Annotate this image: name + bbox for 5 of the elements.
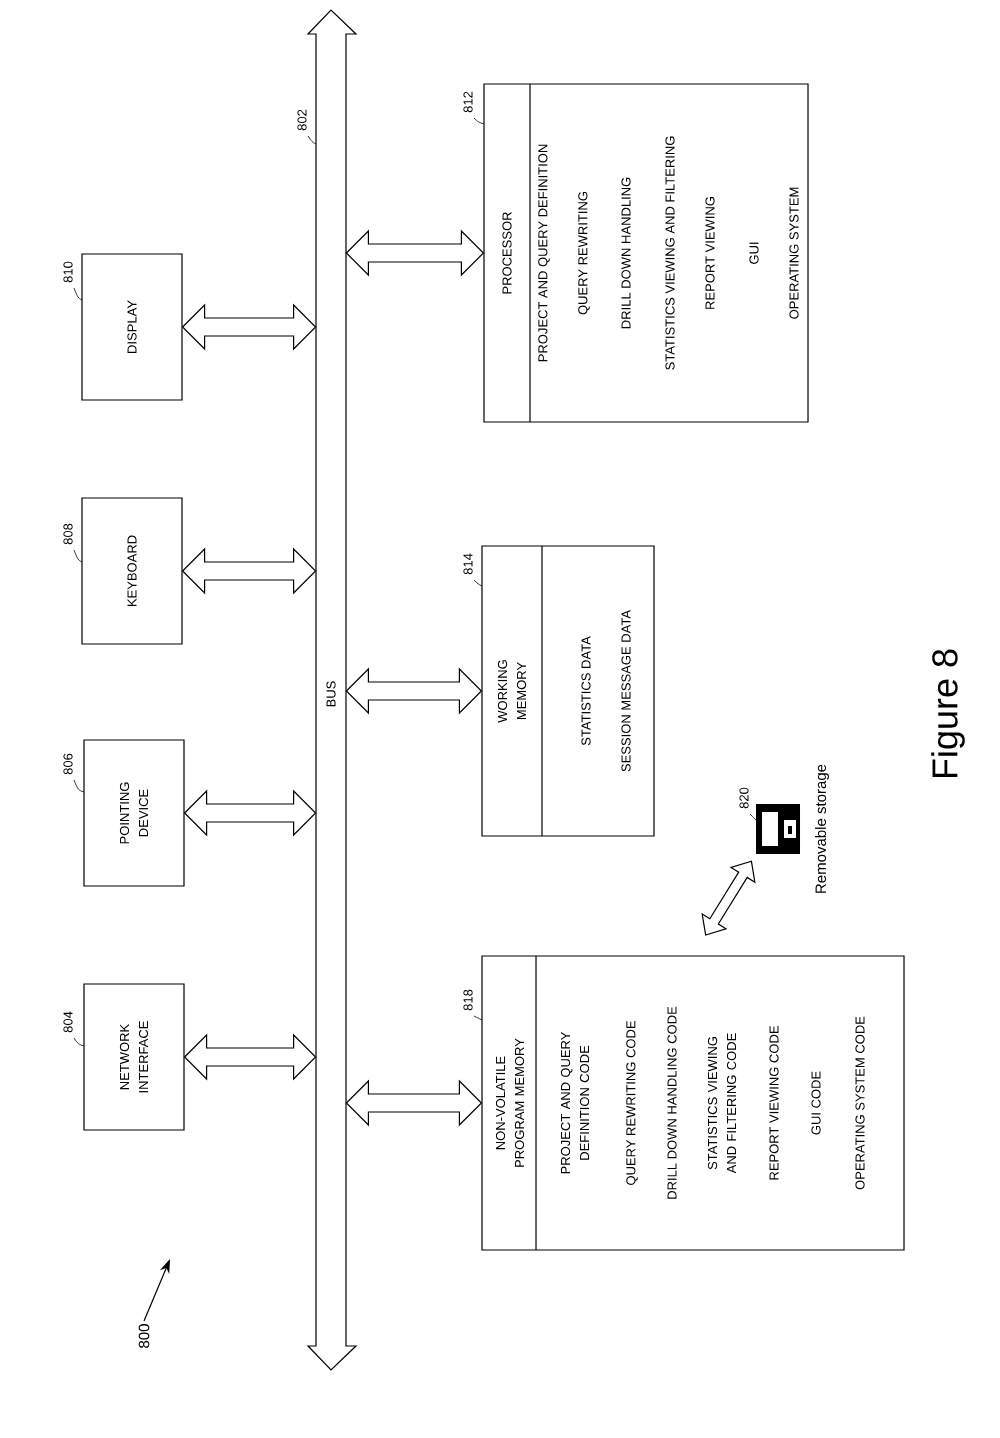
figure-caption: Figure 8 (931, 649, 965, 778)
double-arrow (345, 1079, 483, 1127)
double-arrow (701, 860, 756, 936)
double-arrow (345, 229, 485, 277)
double-arrow (345, 667, 483, 715)
